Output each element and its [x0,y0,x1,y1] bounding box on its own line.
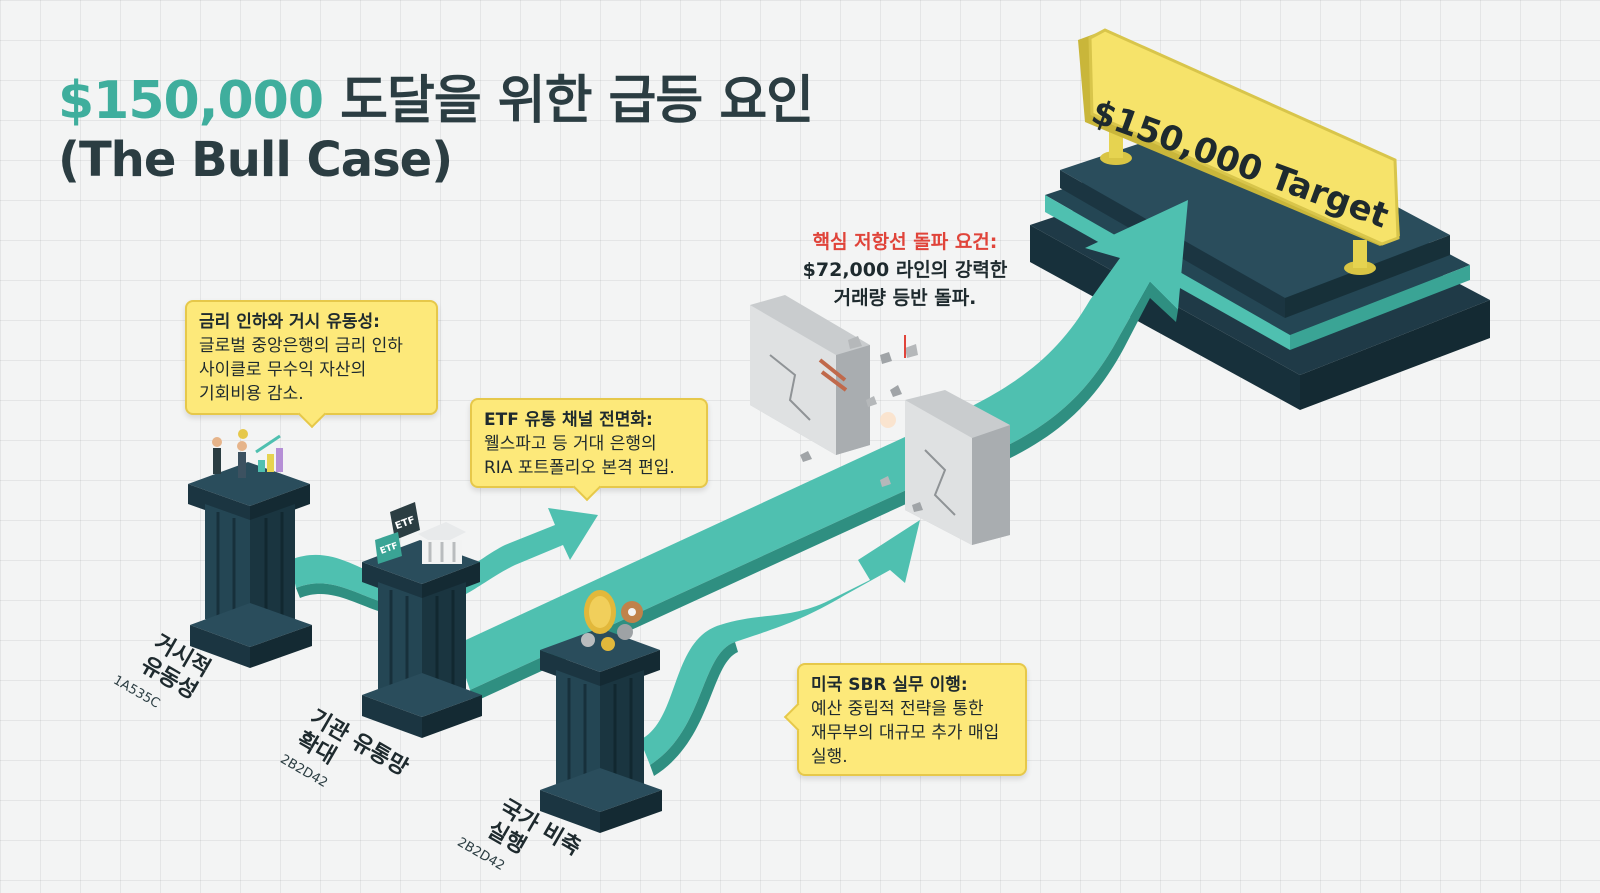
pillar-macro [188,462,312,668]
callout-heading: 금리 인하와 거시 유동성: [199,312,380,332]
page-subtitle: (The Bull Case) [58,132,453,188]
resistance-annotation: 핵심 저항선 돌파 요건: $72,000 라인의 강력한 거래량 등반 돌파. [770,228,1040,312]
callout-line: 재무부의 대규모 추가 매입 [811,723,1000,743]
coin-gear-icon [581,590,643,651]
target-sign-posts [1100,130,1376,275]
callout-line: 예산 중립적 전략을 통한 [811,699,984,719]
callout-line: RIA 포트폴리오 본격 편입. [484,458,675,478]
callout-heading: 미국 SBR 실무 이행: [811,675,968,695]
callout-heading: ETF 유통 채널 전면화: [484,410,653,430]
pillar-institutional [362,540,482,738]
resistance-line: $72,000 라인의 강력한 [802,259,1008,281]
resistance-wall [750,295,1010,545]
callout-line: 웰스파고 등 거대 은행의 [484,434,657,454]
resistance-heading: 핵심 저항선 돌파 요건: [812,231,998,253]
callout-line: 글로벌 중앙은행의 금리 인하 [199,336,403,356]
callout-line: 사이클로 무수익 자산의 [199,360,367,380]
bank-etf-icon [375,502,466,564]
title-rest: 도달을 위한 급등 요인 [323,71,814,131]
callout-line: 실행. [811,747,848,767]
callout-sbr-execution: 미국 SBR 실무 이행: 예산 중립적 전략을 통한 재무부의 대규모 추가 … [783,663,1027,776]
callout-macro-liquidity: 금리 인하와 거시 유동성: 글로벌 중앙은행의 금리 인하 사이클로 무수익 … [185,300,438,429]
pillar-reserve [540,628,662,833]
target-platform [1030,115,1490,410]
arrow-reserve [640,520,920,776]
page-title: $150,000 도달을 위한 급등 요인 [58,58,814,133]
callout-etf-distribution: ETF 유통 채널 전면화: 웰스파고 등 거대 은행의 RIA 포트폴리오 본… [470,398,708,502]
title-amount: $150,000 [58,71,324,131]
resistance-line: 거래량 등반 돌파. [833,287,977,309]
callout-line: 기회비용 감소. [199,384,304,404]
people-growth-icon [212,429,283,478]
target-sign-board [1078,28,1400,246]
